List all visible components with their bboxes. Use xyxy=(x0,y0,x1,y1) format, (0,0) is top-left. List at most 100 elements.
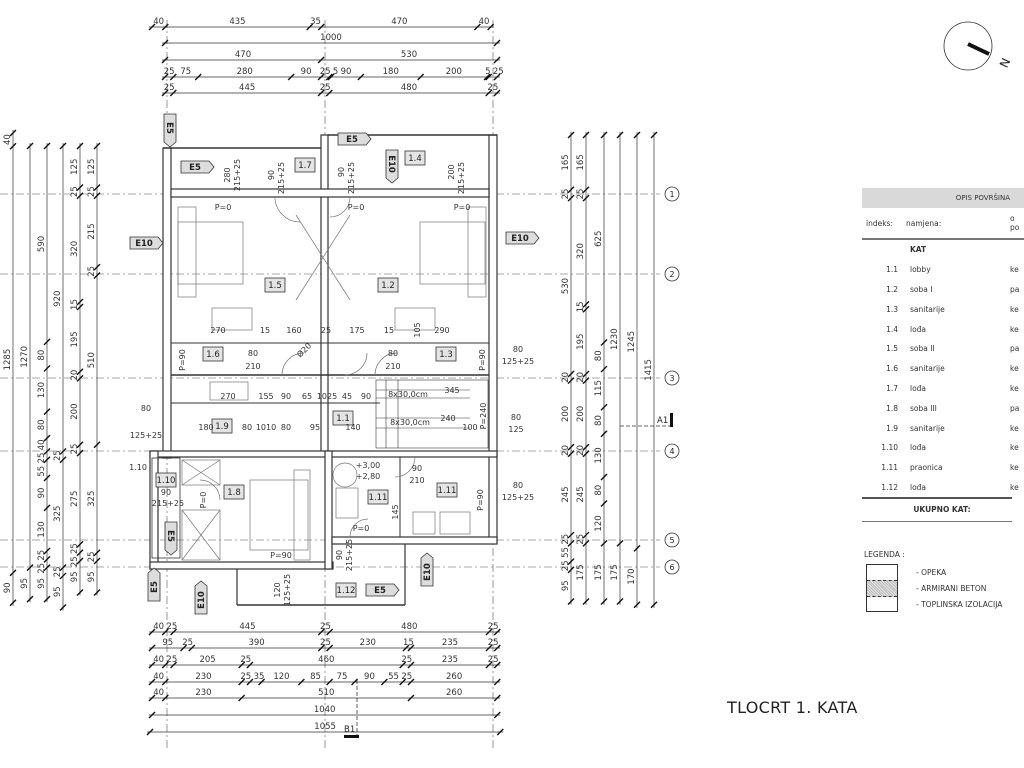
room-tag: 1.11 xyxy=(367,489,389,505)
dimension-label: 235 xyxy=(442,638,458,648)
dimension-label: 180 xyxy=(383,67,399,77)
dimension-label: 25 xyxy=(487,83,498,93)
dimension-label: 25 xyxy=(182,638,193,648)
dimension-label: 15 xyxy=(576,301,586,312)
plan-annotation: 125+25 xyxy=(130,431,162,440)
wall-axis-4 xyxy=(149,450,498,458)
plan-annotation: 200 xyxy=(447,164,456,179)
washbasin-1-9 xyxy=(209,381,249,401)
dimension-tick xyxy=(407,678,415,686)
dimension-tick xyxy=(26,564,34,572)
plan-annotation: 175 xyxy=(349,326,364,335)
dimension-tick xyxy=(76,298,84,306)
dimension-tick xyxy=(326,644,334,652)
dimension-tick xyxy=(483,73,491,81)
dimension-label: 215 xyxy=(87,223,97,239)
dimension-tick xyxy=(485,73,493,81)
dimension-label: 200 xyxy=(576,406,586,422)
dimension-tick xyxy=(76,142,84,150)
dimension-label: 40 xyxy=(3,134,13,145)
dimension-label: 25 xyxy=(561,534,571,545)
cell-finish: ke xyxy=(1010,443,1019,453)
dimension-tick xyxy=(43,595,51,603)
table-section: KAT xyxy=(862,240,1024,260)
room-tag-label: 1.6 xyxy=(206,350,220,360)
dimension-label: 530 xyxy=(401,50,417,60)
dimension-label: 85 xyxy=(310,672,321,682)
dimension-tick xyxy=(407,644,415,652)
dimension-tick xyxy=(485,628,493,636)
dimension-tick xyxy=(582,450,590,458)
wall-type-tag: E10 xyxy=(385,149,399,184)
dimension-label: 25 xyxy=(320,67,331,77)
dimension-label: 480 xyxy=(401,83,417,93)
dimension-tick xyxy=(325,73,333,81)
dimension-tick xyxy=(59,142,67,150)
dimension-tick xyxy=(76,589,84,597)
dimension-label: 245 xyxy=(576,486,586,502)
dimension-label: 1230 xyxy=(610,328,620,350)
plan-annotation: +2,80 xyxy=(356,472,381,481)
dimension-label: 25 xyxy=(240,655,251,665)
dimension-tick xyxy=(582,443,590,451)
cell-finish: pa xyxy=(1010,403,1020,413)
dimension-tick xyxy=(317,73,325,81)
dimension-tick xyxy=(616,597,624,605)
dimension-label: 510 xyxy=(318,688,334,698)
dimension-tick xyxy=(325,89,333,97)
plan-annotation: 15 xyxy=(384,326,394,335)
room-tag: 1.3 xyxy=(435,346,457,362)
wall-west-lower xyxy=(149,450,159,570)
col-purpose: namjena: xyxy=(906,218,942,228)
dimension-label: 125 xyxy=(87,159,97,175)
dimension-label: 390 xyxy=(248,638,264,648)
plan-annotation: +3,00 xyxy=(356,461,381,470)
dimension-tick xyxy=(59,447,67,455)
dimension-label: 470 xyxy=(235,50,251,60)
bed-room-1-2 xyxy=(419,221,486,285)
dimension-tick xyxy=(148,694,156,702)
dimension-label: 20 xyxy=(561,445,571,456)
section-mark-b1: B1 xyxy=(344,680,359,738)
dimension-tick xyxy=(493,56,501,64)
dimension-label: 235 xyxy=(442,655,458,665)
plan-annotation: 65 xyxy=(302,392,312,401)
plan-annotation: P=90 xyxy=(478,349,487,371)
dimension-label: 470 xyxy=(391,17,407,27)
walls xyxy=(149,134,498,606)
dimension-tick xyxy=(616,131,624,139)
wall-type-label: E5 xyxy=(165,530,175,542)
cell-index: 1.3 xyxy=(886,304,898,314)
plan-annotation: 90 xyxy=(267,170,276,180)
dimension-tick xyxy=(567,186,575,194)
dimension-label: 20 xyxy=(70,370,80,381)
dimension-label: 95 xyxy=(561,580,571,591)
plan-annotation: 290 xyxy=(434,326,449,335)
room-tag-label: 1.8 xyxy=(227,488,241,498)
col-index: indeks: xyxy=(866,218,893,228)
dimension-label: 230 xyxy=(360,638,376,648)
col-third-line1: o xyxy=(1010,214,1015,223)
dimension-label: 325 xyxy=(53,506,63,522)
dimension-label: 230 xyxy=(195,688,211,698)
dimension-tick xyxy=(616,539,624,547)
dimension-label: 80 xyxy=(594,350,604,361)
cell-name: sanitarije xyxy=(910,364,945,374)
dimension-tick xyxy=(493,694,501,702)
legend-concrete-hatch xyxy=(867,580,897,597)
dimension-label: 25 xyxy=(320,638,331,648)
dimension-tick xyxy=(317,89,325,97)
dimension-tick xyxy=(600,473,608,481)
dimension-tick xyxy=(148,644,156,652)
plan-annotation: 95 xyxy=(310,423,320,432)
dimension-tick xyxy=(169,73,177,81)
dimension-tick xyxy=(148,23,156,31)
dimension-tick xyxy=(306,23,314,31)
dimension-label: 90 xyxy=(301,67,312,77)
dimension-tick xyxy=(9,569,17,577)
dimension-tick xyxy=(93,271,101,279)
dimension-tick xyxy=(43,364,51,372)
